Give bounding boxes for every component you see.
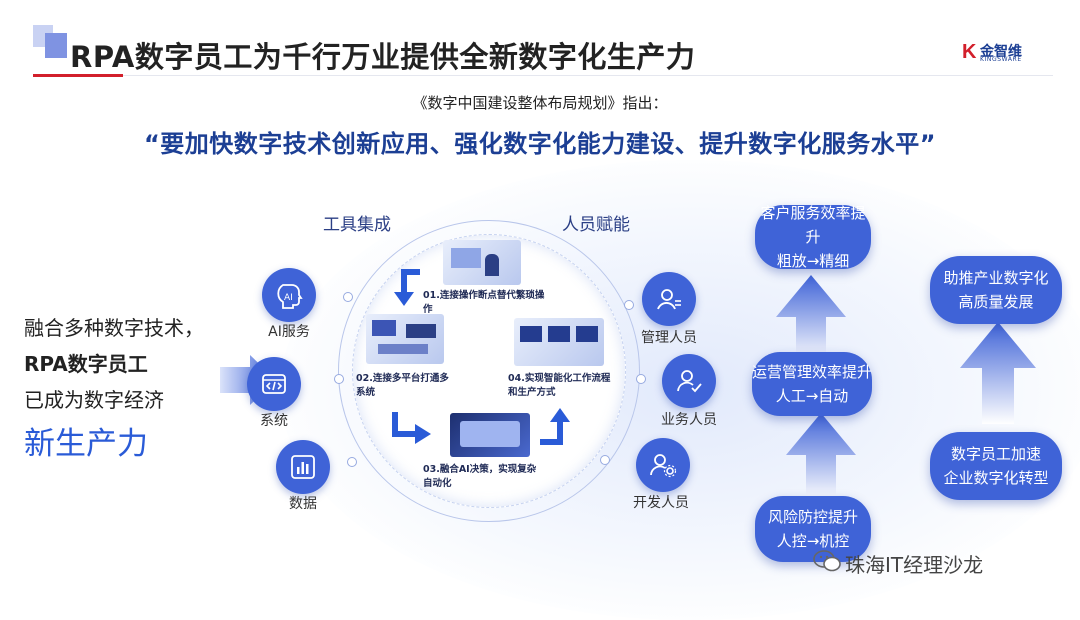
left-statement: 融合多种数字技术， RPA数字员工 已成为数字经济 新生产力: [24, 310, 224, 470]
flow-arrow-down-icon: [394, 269, 420, 306]
quote-line: “要加快数字技术创新应用、强化数字化能力建设、提升数字化服务水平”: [143, 130, 937, 158]
svg-text:AI: AI: [284, 293, 293, 303]
kingsware-logo: K 金智维 KINGSWARE: [962, 41, 1042, 63]
logo-en: KINGSWARE: [980, 56, 1022, 63]
ring-dot: [624, 300, 634, 310]
title-underline-accent: [33, 74, 123, 77]
left-line2: RPA数字员工: [24, 352, 148, 376]
scene-image-3: [450, 413, 530, 457]
benefit-line: 人控→机控: [776, 532, 850, 550]
user-gear-icon: [636, 438, 690, 492]
up-arrow-icon: [786, 413, 856, 501]
left-line3: 已成为数字经济: [24, 388, 164, 412]
scene-image-2: [366, 314, 444, 364]
scene-image-1: [443, 240, 521, 285]
left-highlight: 新生产力: [24, 426, 148, 462]
source-line: 《数字中国建设整体布局规划》指出：: [412, 94, 668, 112]
ring-dot: [334, 374, 344, 384]
benefit-line: 粗放→精细: [776, 252, 850, 270]
benefit-line: 人工→自动: [775, 387, 849, 405]
tools-title: 工具集成: [323, 215, 391, 235]
benefit-line: 企业数字化转型: [943, 469, 1049, 487]
ring-dot: [600, 455, 610, 465]
benefit-box-enterprise: 数字员工加速企业数字化转型: [930, 432, 1062, 500]
benefit-box-operation: 运营管理效率提升人工→自动: [752, 352, 872, 416]
benefit-line: 数字员工加速: [950, 445, 1041, 463]
cycle-outer-ring: [338, 220, 640, 522]
benefit-line: 高质量发展: [958, 293, 1034, 311]
benefit-box-industry: 助推产业数字化高质量发展: [930, 256, 1062, 324]
up-arrow-icon: [960, 322, 1036, 424]
left-line1: 融合多种数字技术，: [24, 316, 204, 340]
tool-label-data: 数据: [289, 496, 317, 512]
logo-mark: K: [962, 41, 977, 63]
wechat-icon: [813, 550, 841, 572]
bar-chart-icon: [276, 440, 330, 494]
tool-label-system: 系统: [260, 413, 288, 429]
user-check-icon: [662, 354, 716, 408]
benefit-line: 运营管理效率提升: [752, 363, 873, 381]
benefit-line: 风险防控提升: [767, 508, 858, 526]
cycle-step-4: 04.实现智能化工作流程和生产方式: [508, 373, 611, 398]
cycle-inner-ring: [352, 234, 626, 508]
ai-icon: AI: [262, 268, 316, 322]
logo-cn: 金智维: [980, 44, 1022, 60]
tool-label-ai: AI服务: [268, 324, 310, 340]
up-arrow-icon: [776, 275, 846, 363]
manager-icon: [642, 272, 696, 326]
code-window-icon: [247, 357, 301, 411]
cycle-step-3: 03.融合AI决策，实现复杂自动化: [423, 464, 537, 489]
scene-image-4: [514, 318, 604, 366]
ring-dot: [636, 374, 646, 384]
benefit-box-risk: 风险防控提升人控→机控: [755, 496, 871, 562]
people-label-developer: 开发人员: [633, 495, 689, 511]
title-underline: [123, 75, 1053, 76]
flow-arrow-up-icon: [540, 408, 570, 445]
watermark-text: 珠海IT经理沙龙: [845, 553, 984, 577]
ring-dot: [347, 457, 357, 467]
slide-title: RPA数字员工为千行万业提供全新数字化生产力: [70, 40, 696, 74]
cycle-step-1: 01.连接操作断点替代繁琐操作: [423, 290, 545, 315]
people-label-manager: 管理人员: [641, 330, 697, 346]
flow-arrow-right-icon: [392, 412, 431, 444]
people-title: 人员赋能: [562, 215, 630, 235]
benefit-box-customer: 客户服务效率提升粗放→精细: [755, 204, 871, 270]
cycle-step-2: 02.连接多平台打通多系统: [356, 373, 449, 398]
ring-dot: [343, 292, 353, 302]
people-label-business: 业务人员: [661, 412, 717, 428]
benefit-line: 客户服务效率提升: [760, 204, 866, 246]
benefit-line: 助推产业数字化: [943, 269, 1049, 287]
header-decor-square: [45, 33, 67, 58]
